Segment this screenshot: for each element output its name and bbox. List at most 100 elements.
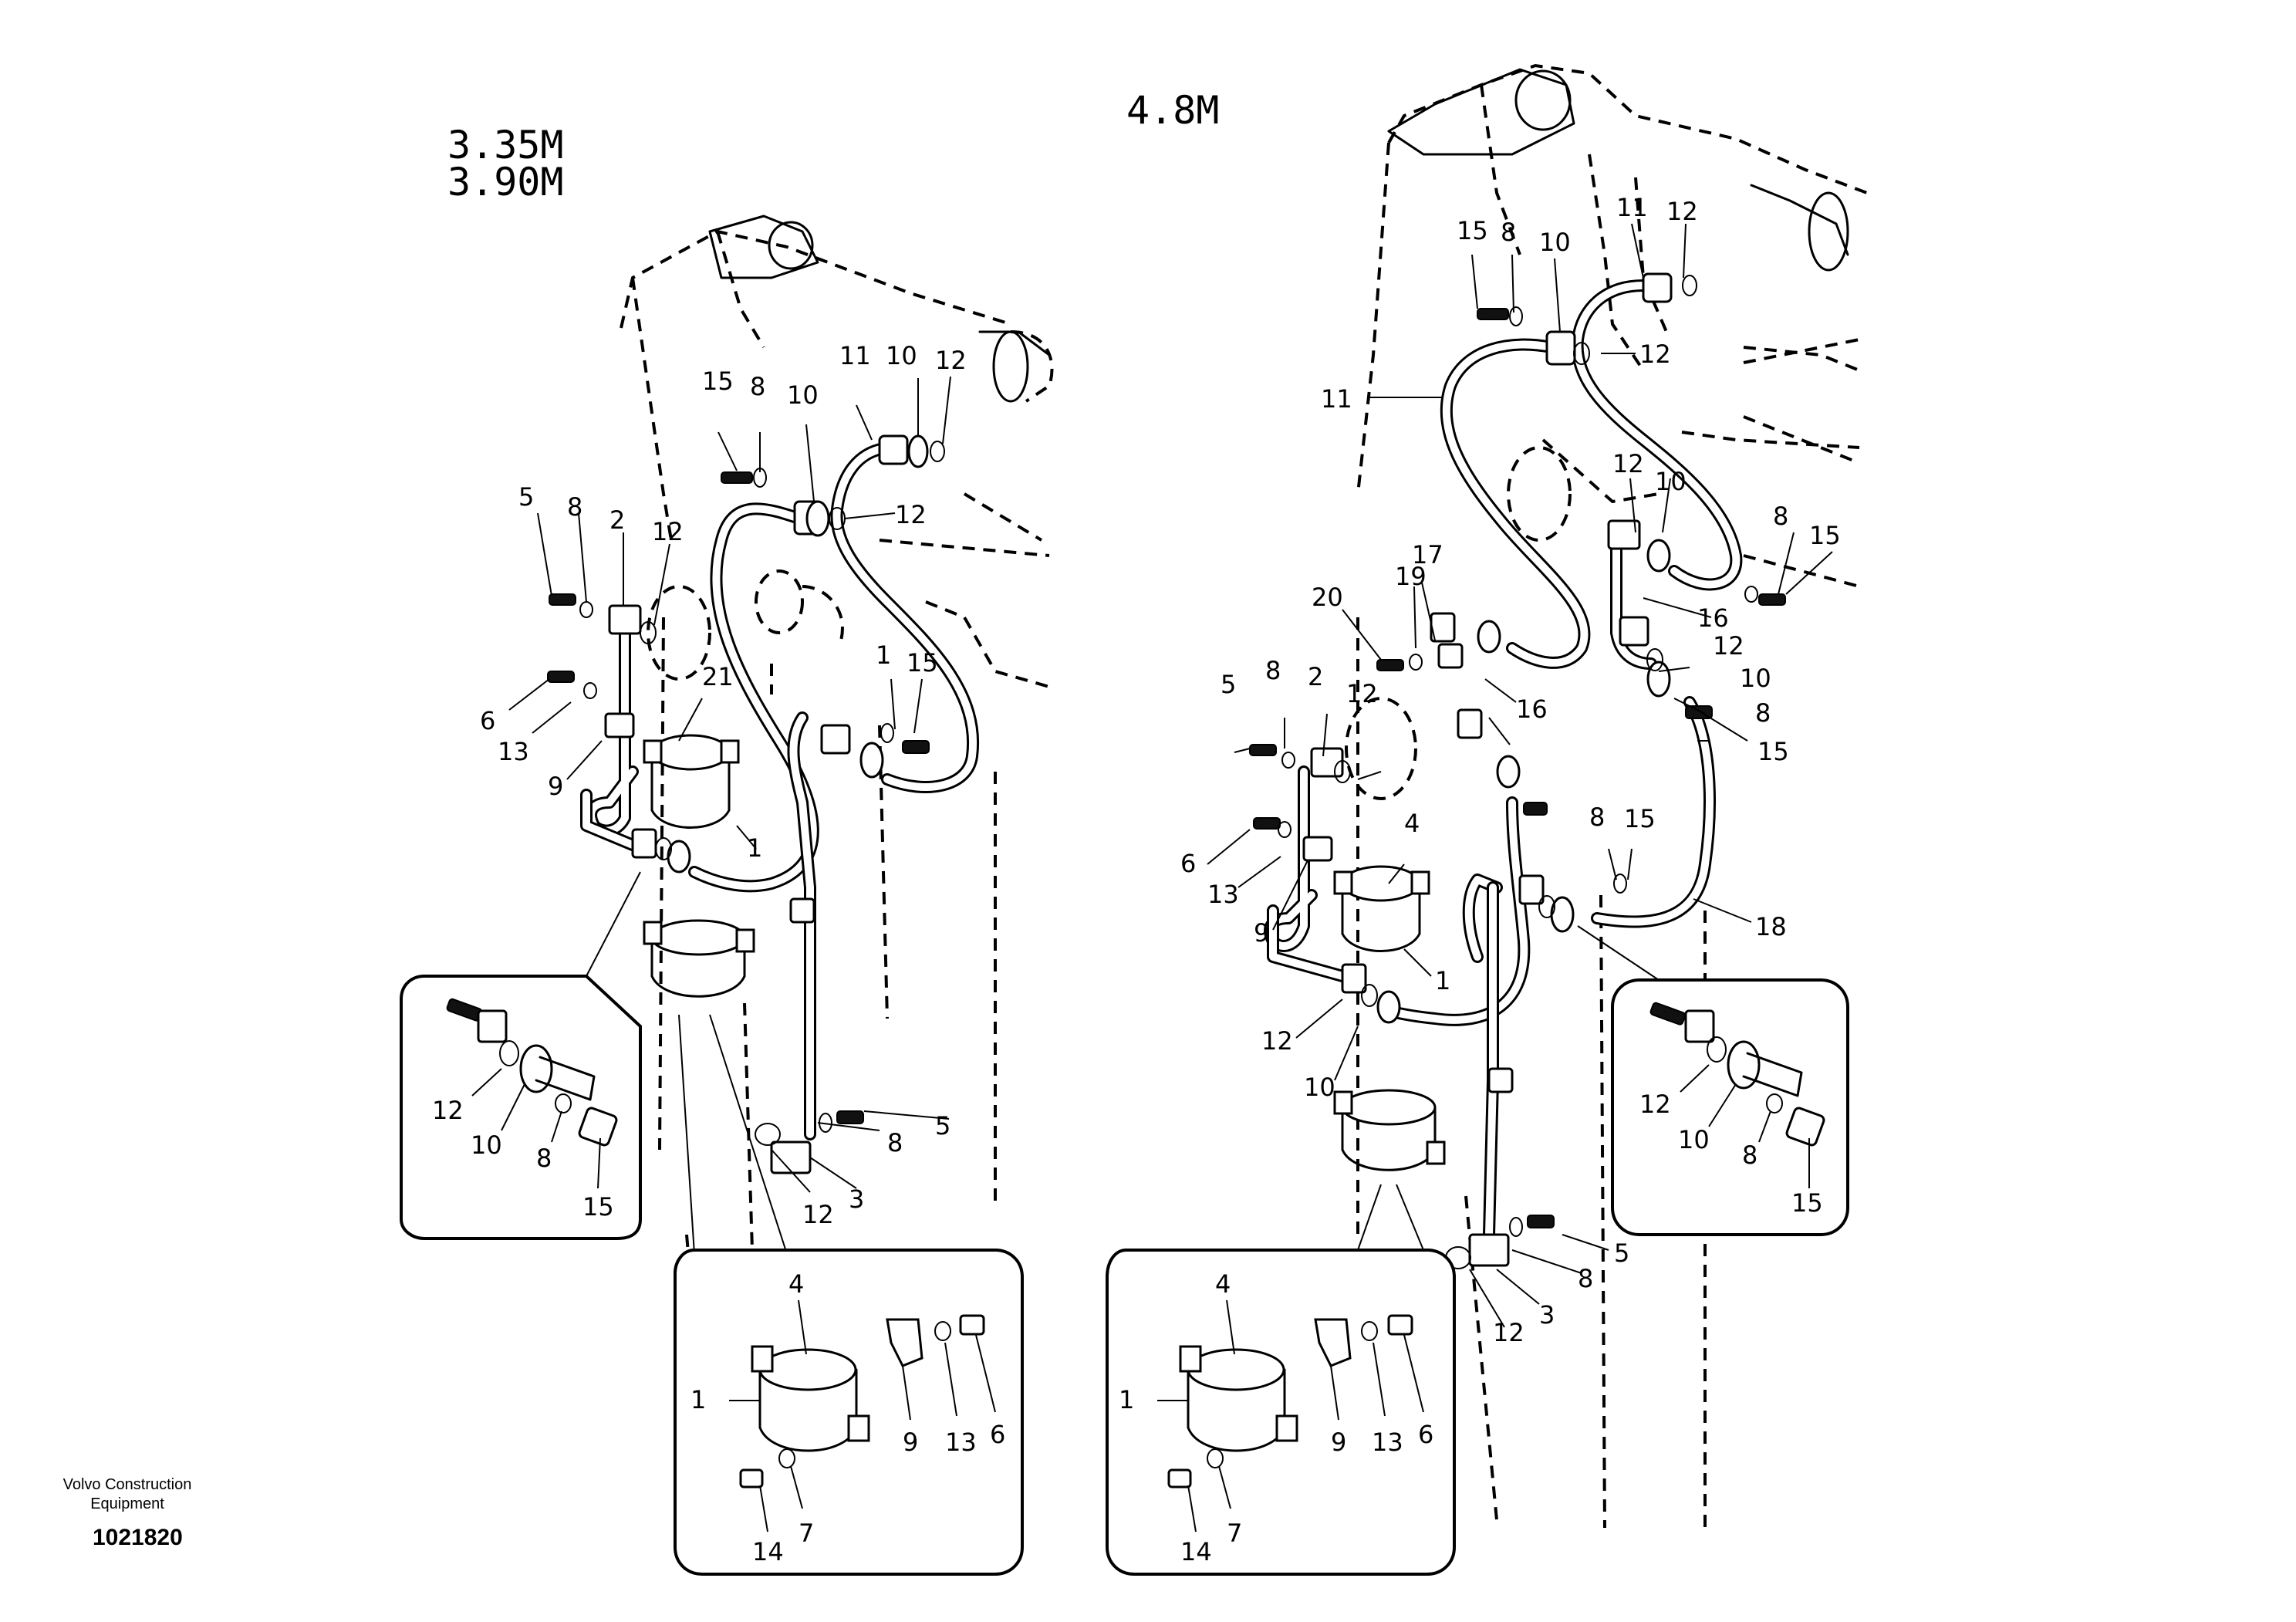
callouts-left-fitting-detail: 12 10 8 15 <box>432 1096 614 1222</box>
callout: 6 <box>1418 1420 1433 1449</box>
callout: 4 <box>1215 1269 1231 1299</box>
callout: 12 <box>1261 1026 1293 1056</box>
left-hose-11 <box>688 502 819 893</box>
callout: 12 <box>1713 631 1744 661</box>
callout: 14 <box>752 1537 784 1566</box>
callout: 7 <box>799 1519 814 1548</box>
callout: 11 <box>839 341 871 370</box>
left-hose-upper <box>830 441 980 793</box>
callout: 10 <box>471 1130 502 1160</box>
right-clamp-detail <box>1106 1249 1456 1576</box>
callout: 8 <box>887 1128 903 1157</box>
left-pipe-vertical <box>580 611 816 1140</box>
right-boom-cylinder <box>1387 68 1849 272</box>
callouts-right-fitting-detail: 12 10 8 15 <box>1639 1090 1823 1218</box>
callout: 8 <box>1773 502 1788 531</box>
callout: 12 <box>1639 1090 1671 1119</box>
callout: 13 <box>498 737 529 766</box>
left-clamp-detail <box>674 1249 1024 1576</box>
callout: 12 <box>1666 197 1698 226</box>
callout: 21 <box>702 662 734 691</box>
brand-name-line2: Equipment <box>90 1495 164 1512</box>
right-hose-18 <box>1591 696 1716 928</box>
callout: 15 <box>1809 521 1841 550</box>
callout: 12 <box>1639 340 1671 369</box>
left-clamps <box>643 734 755 998</box>
callout: 10 <box>1655 467 1687 496</box>
callout: 8 <box>1501 218 1516 247</box>
right-fitting-detail <box>1611 978 1849 1236</box>
right-leaders <box>1207 223 1833 1328</box>
callout: 20 <box>1312 583 1343 612</box>
callout: 17 <box>1412 540 1443 569</box>
callouts-left-clamp-detail: 4 1 9 13 6 14 7 <box>690 1269 1005 1566</box>
callout: 11 <box>1616 193 1648 222</box>
callout: 9 <box>903 1428 918 1457</box>
callout: 4 <box>1404 809 1420 838</box>
callout: 8 <box>1265 656 1281 685</box>
callout: 6 <box>990 1420 1005 1449</box>
callout: 9 <box>1254 918 1269 948</box>
callout: 12 <box>935 346 967 375</box>
callout: 14 <box>1180 1537 1212 1566</box>
callout: 15 <box>907 648 938 678</box>
callout: 15 <box>1457 216 1488 245</box>
callout: 5 <box>1221 670 1236 699</box>
callout: 15 <box>1791 1188 1823 1218</box>
callout: 18 <box>1755 912 1787 941</box>
callout: 4 <box>788 1269 804 1299</box>
callout: 16 <box>1516 694 1548 724</box>
callout: 13 <box>1372 1428 1403 1457</box>
callout: 10 <box>787 380 819 410</box>
callout: 10 <box>1678 1125 1710 1154</box>
callout: 15 <box>582 1192 614 1222</box>
left-fittings <box>547 434 945 1174</box>
callout: 1 <box>747 833 762 863</box>
left-boom-cylinder <box>708 215 1051 403</box>
callout: 10 <box>886 341 917 370</box>
callout: 10 <box>1740 664 1771 693</box>
callout: 6 <box>1180 849 1196 878</box>
callouts-right-clamp-detail: 4 1 9 13 6 14 7 <box>1119 1269 1433 1566</box>
callout: 1 <box>690 1385 706 1414</box>
left-leaders <box>508 376 951 1255</box>
callout: 11 <box>1321 384 1352 414</box>
callout: 5 <box>1614 1238 1629 1268</box>
model-label-4-8m: 4.8M <box>1126 88 1219 133</box>
callout: 19 <box>1395 562 1427 591</box>
callout: 5 <box>518 482 534 512</box>
callout: 10 <box>1539 228 1571 257</box>
right-clamps <box>1333 865 1446 1171</box>
callout: 12 <box>1346 679 1378 708</box>
right-hose-11 <box>1440 338 1591 669</box>
right-boom-outline <box>1345 63 1868 1529</box>
callout: 2 <box>609 505 625 535</box>
callout: 9 <box>548 772 563 801</box>
callout: 15 <box>702 367 734 396</box>
callout: 12 <box>1493 1318 1524 1347</box>
left-fitting-detail <box>400 975 642 1240</box>
callout: 12 <box>895 500 927 529</box>
callout: 8 <box>536 1144 552 1173</box>
model-label-3-35m: 3.35M <box>447 123 564 167</box>
callouts-left-main: 15 8 10 11 10 12 12 5 8 2 12 6 13 9 21 1… <box>480 341 967 1229</box>
document-number: 1021820 <box>93 1525 183 1550</box>
callout: 8 <box>1589 803 1605 832</box>
callout: 5 <box>935 1111 950 1140</box>
callout: 1 <box>1119 1385 1134 1414</box>
callout: 8 <box>1742 1140 1757 1170</box>
callout: 9 <box>1331 1428 1346 1457</box>
callout: 3 <box>849 1184 864 1214</box>
callout: 12 <box>1612 449 1644 478</box>
callout: 12 <box>652 517 684 546</box>
callout: 6 <box>480 706 495 735</box>
callout: 8 <box>1755 698 1771 728</box>
callout: 13 <box>945 1428 977 1457</box>
callout: 12 <box>802 1200 834 1229</box>
callout: 10 <box>1304 1073 1335 1102</box>
callout: 8 <box>750 372 765 401</box>
callout: 1 <box>1435 966 1450 995</box>
callout: 15 <box>1757 737 1789 766</box>
left-boom-outline <box>620 229 1054 1282</box>
